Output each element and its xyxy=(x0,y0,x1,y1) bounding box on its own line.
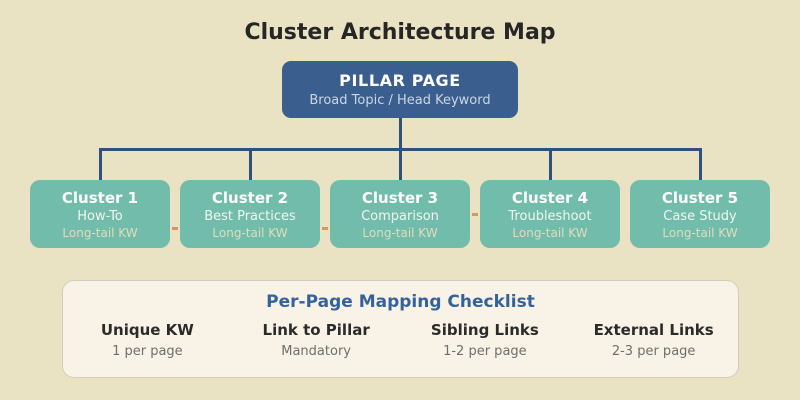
sibling-link-dash-3-4 xyxy=(464,213,486,216)
cluster-5-type: Case Study xyxy=(663,208,737,224)
connector-drop-cluster-3 xyxy=(399,148,402,180)
pillar-page-title: PILLAR PAGE xyxy=(339,71,461,90)
sibling-link-dash-2-3 xyxy=(314,227,336,230)
cluster-5-name: Cluster 5 xyxy=(661,188,739,207)
sibling-link-dash-1-2 xyxy=(164,227,186,230)
checklist-item-unique-kw: Unique KW 1 per page xyxy=(63,321,232,359)
checklist-item-value: 1 per page xyxy=(112,344,183,359)
checklist-grid: Unique KW 1 per page Link to Pillar Mand… xyxy=(63,321,738,359)
cluster-1-box: Cluster 1 How-To Long-tail KW xyxy=(30,180,170,248)
pillar-page-subtitle: Broad Topic / Head Keyword xyxy=(309,93,491,108)
cluster-5-box: Cluster 5 Case Study Long-tail KW xyxy=(630,180,770,248)
connector-drop-cluster-2 xyxy=(249,148,252,180)
cluster-3-type: Comparison xyxy=(361,208,439,224)
cluster-1-keyword: Long-tail KW xyxy=(62,225,138,240)
checklist-item-label: Link to Pillar xyxy=(262,321,370,339)
cluster-4-type: Troubleshoot xyxy=(508,208,592,224)
checklist-item-label: Unique KW xyxy=(100,321,194,339)
cluster-1-name: Cluster 1 xyxy=(61,188,139,207)
checklist-item-external-links: External Links 2-3 per page xyxy=(569,321,738,359)
cluster-3-keyword: Long-tail KW xyxy=(362,225,438,240)
checklist-item-label: External Links xyxy=(593,321,714,339)
connector-drop-cluster-5 xyxy=(699,148,702,180)
checklist-item-sibling-links: Sibling Links 1-2 per page xyxy=(401,321,570,359)
checklist-item-value: Mandatory xyxy=(281,344,351,359)
checklist-panel: Per-Page Mapping Checklist Unique KW 1 p… xyxy=(62,280,739,378)
checklist-title: Per-Page Mapping Checklist xyxy=(266,292,535,312)
diagram-title: Cluster Architecture Map xyxy=(244,20,556,45)
cluster-2-type: Best Practices xyxy=(204,208,296,224)
cluster-2-name: Cluster 2 xyxy=(211,188,289,207)
cluster-4-keyword: Long-tail KW xyxy=(512,225,588,240)
cluster-4-box: Cluster 4 Troubleshoot Long-tail KW xyxy=(480,180,620,248)
pillar-page-box: PILLAR PAGE Broad Topic / Head Keyword xyxy=(282,61,518,118)
cluster-3-box: Cluster 3 Comparison Long-tail KW xyxy=(330,180,470,248)
connector-drop-cluster-4 xyxy=(549,148,552,180)
checklist-item-label: Sibling Links xyxy=(430,321,539,339)
cluster-4-name: Cluster 4 xyxy=(511,188,589,207)
checklist-item-link-to-pillar: Link to Pillar Mandatory xyxy=(232,321,401,359)
connector-drop-cluster-1 xyxy=(99,148,102,180)
cluster-5-keyword: Long-tail KW xyxy=(662,225,738,240)
cluster-1-type: How-To xyxy=(77,208,123,224)
cluster-3-name: Cluster 3 xyxy=(361,188,439,207)
connector-pillar-stem xyxy=(399,118,402,151)
checklist-item-value: 2-3 per page xyxy=(611,344,696,359)
cluster-2-box: Cluster 2 Best Practices Long-tail KW xyxy=(180,180,320,248)
checklist-item-value: 1-2 per page xyxy=(443,344,527,359)
cluster-2-keyword: Long-tail KW xyxy=(212,225,288,240)
